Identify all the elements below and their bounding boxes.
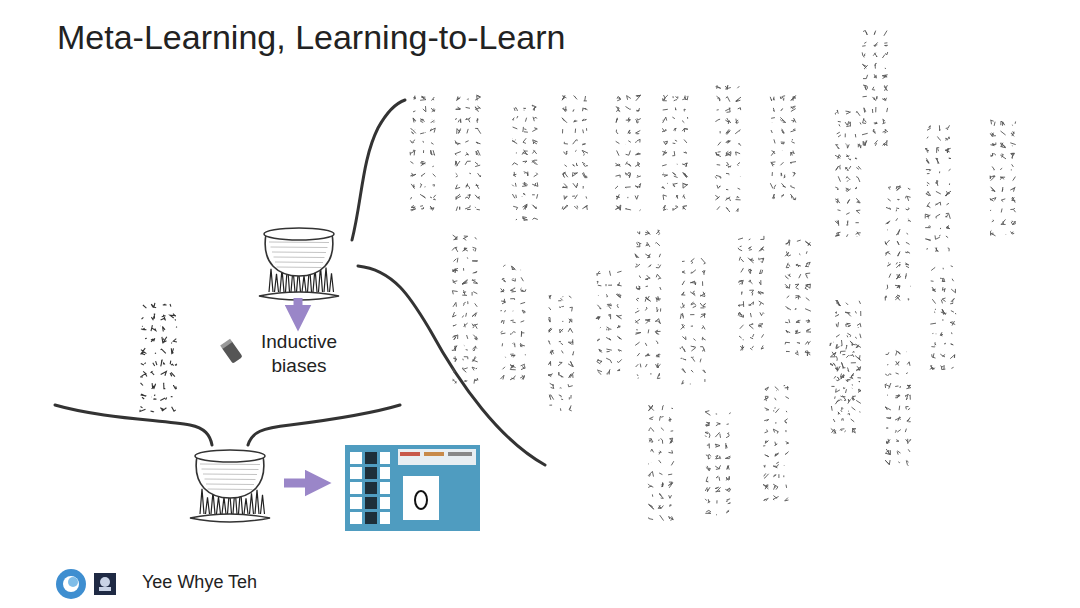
arrow xyxy=(284,479,318,488)
bracket-lines xyxy=(55,100,545,465)
character-samples xyxy=(410,31,1016,521)
cauldron-top xyxy=(259,228,339,300)
arrow xyxy=(294,298,303,318)
annotation: Inductive biases xyxy=(248,330,350,378)
cauldron-bottom xyxy=(190,450,270,522)
logos xyxy=(56,569,116,599)
salt-shaker xyxy=(220,339,242,364)
author-name: Yee Whye Teh xyxy=(142,572,257,593)
app-screenshot xyxy=(345,445,480,531)
slide-title: Meta-Learning, Learning-to-Learn xyxy=(57,18,565,57)
digit-samples xyxy=(140,303,177,412)
